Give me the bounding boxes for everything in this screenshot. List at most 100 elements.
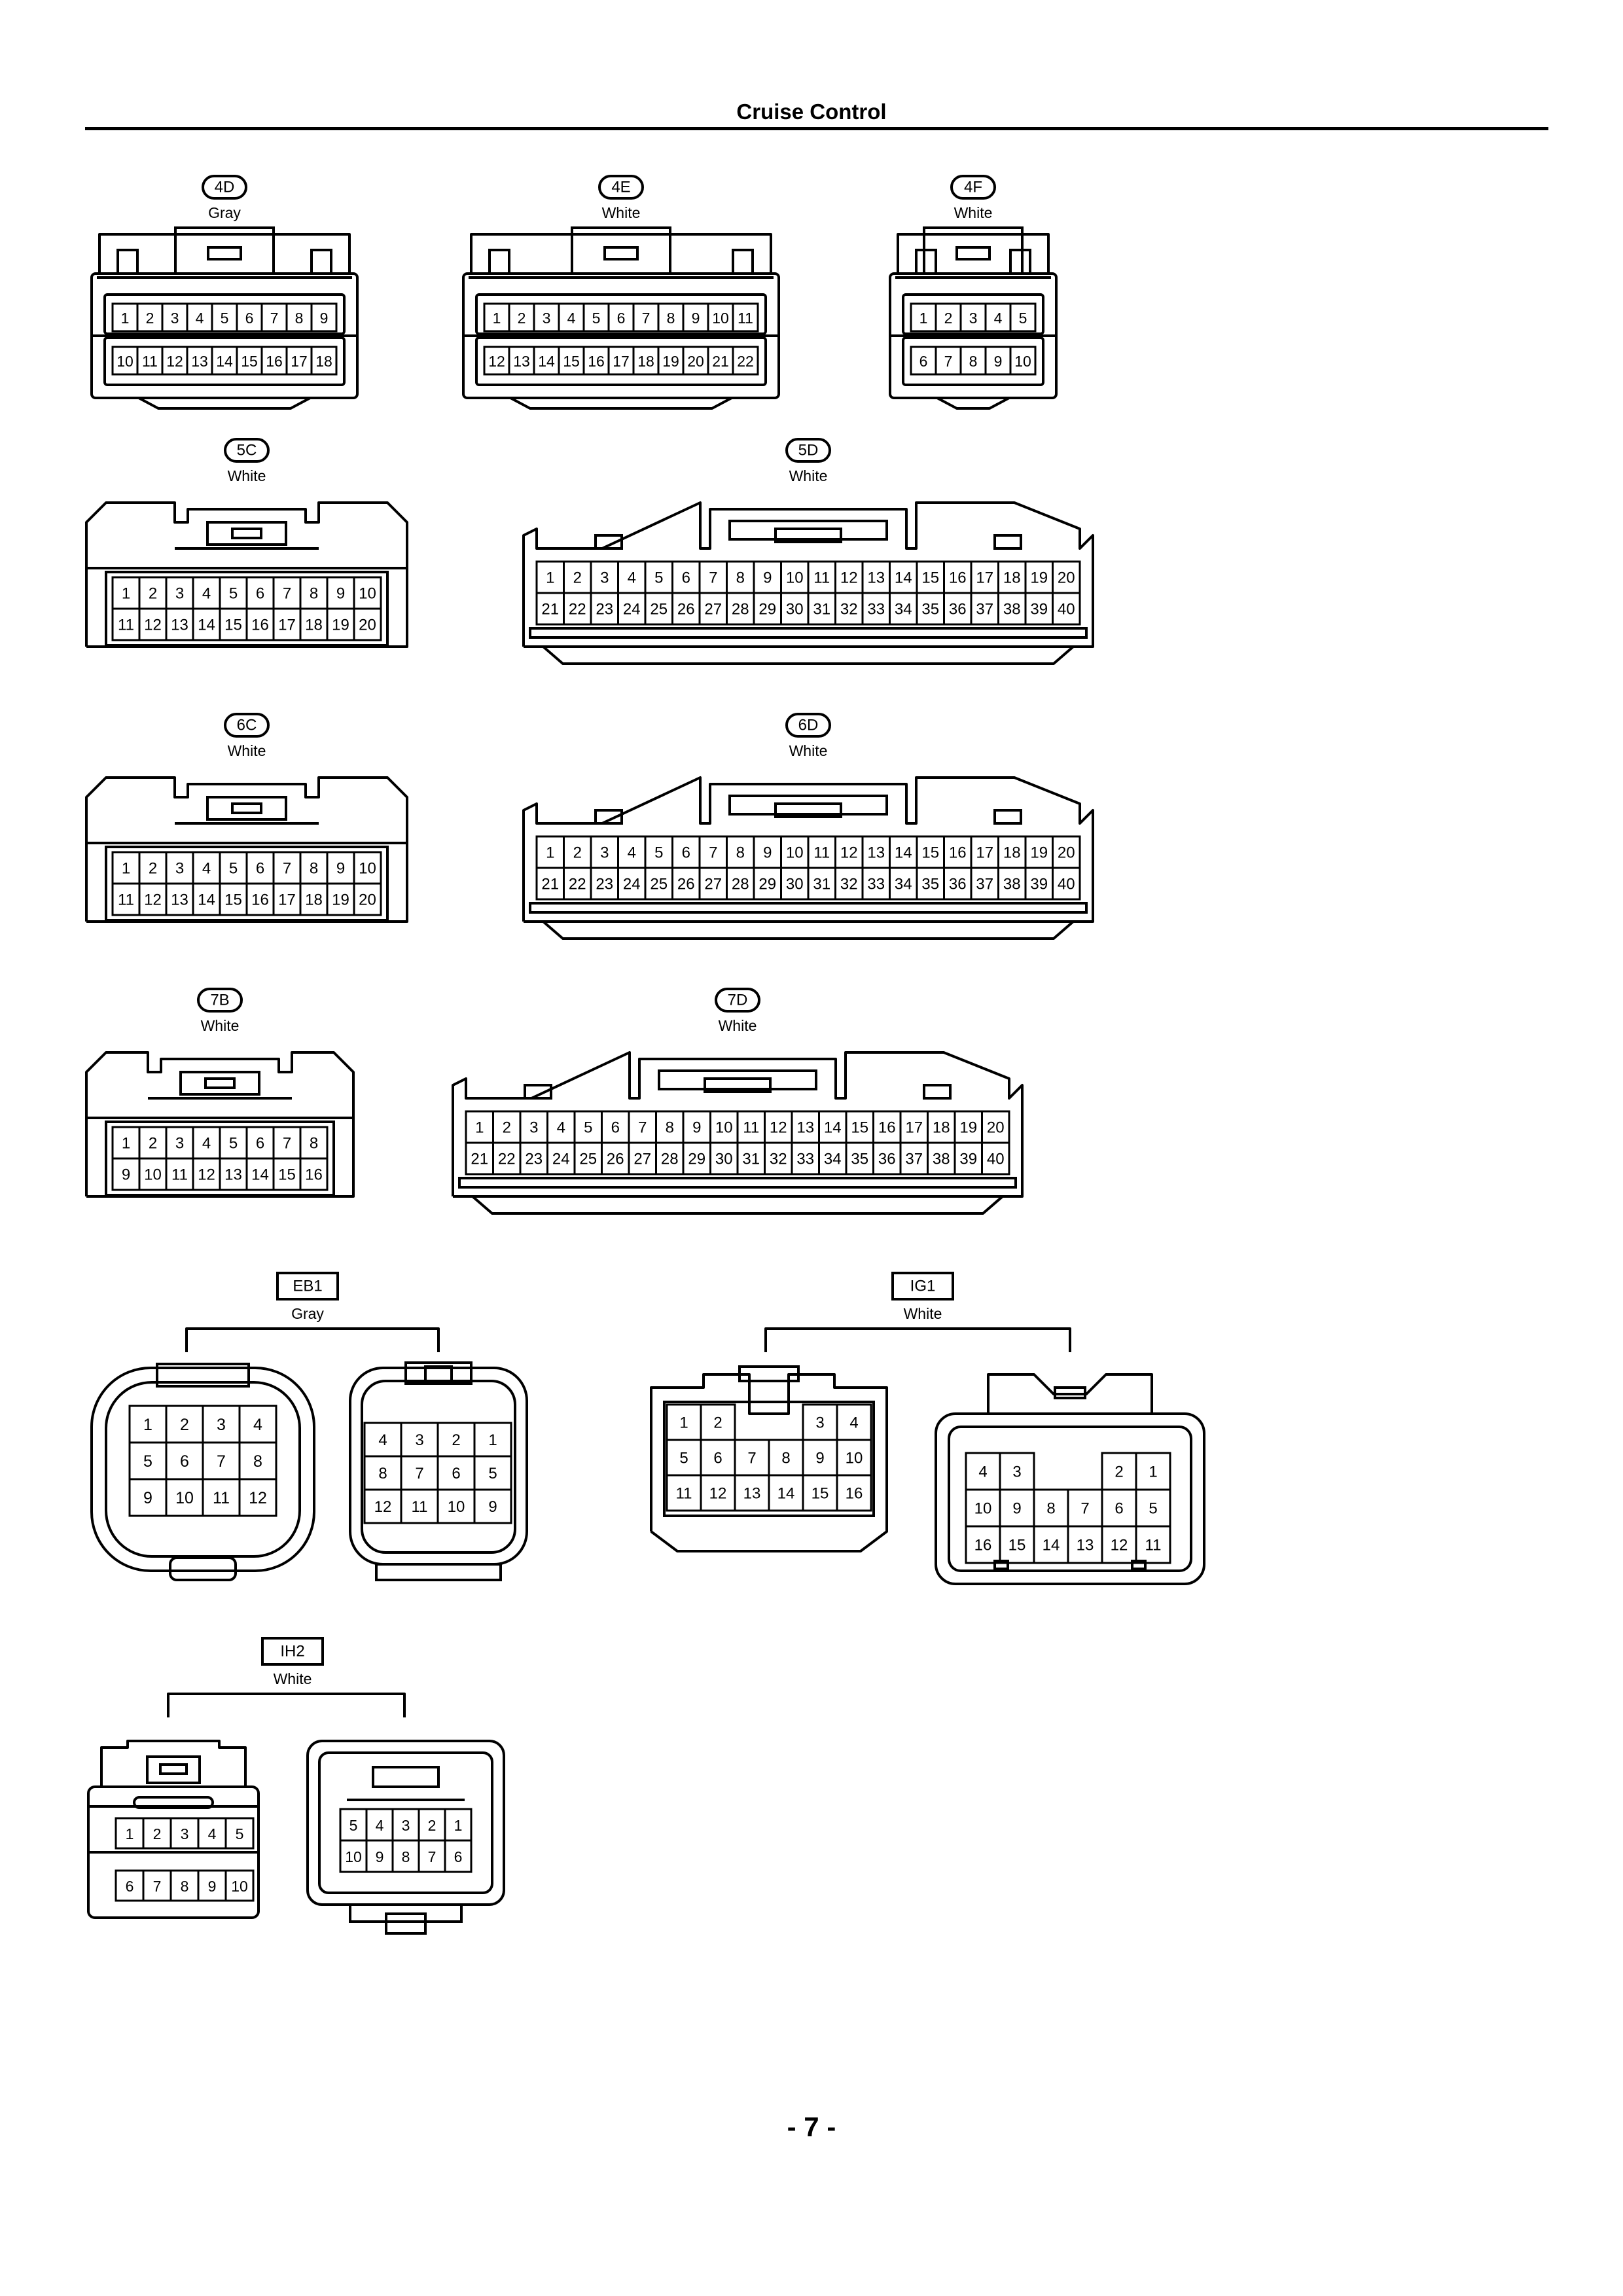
pin-number: 7	[283, 585, 291, 603]
connector-skirt	[936, 397, 1010, 410]
pin-number: 4	[202, 1135, 211, 1153]
pin-number: 10	[359, 585, 376, 603]
pin-number: 29	[758, 601, 776, 619]
pin-number: 11	[118, 617, 134, 634]
pin-number: 6	[682, 569, 690, 587]
pin-number: 13	[513, 353, 530, 370]
connector-color-text: White	[602, 204, 641, 221]
pin-cell	[444, 1839, 473, 1873]
pin-cell	[1009, 346, 1037, 376]
pin-number: 37	[976, 601, 993, 619]
pin-number: 14	[777, 1485, 795, 1503]
pin-number: 4	[628, 844, 636, 862]
pin-number: 10	[345, 1848, 362, 1865]
connector-code-text: 5D	[798, 442, 819, 459]
connector-code-box	[261, 1637, 324, 1666]
pin-number: 2	[518, 310, 526, 327]
pin-number: 20	[1058, 569, 1075, 587]
connector-color-text: Gray	[291, 1305, 324, 1322]
pin-number: 14	[1043, 1537, 1060, 1554]
connector-skirt	[138, 397, 311, 410]
pin-number: 3	[181, 1825, 189, 1842]
pin-number: 14	[538, 353, 555, 370]
pin-number: 9	[336, 860, 345, 878]
connector-housing	[85, 501, 408, 648]
side-tab	[310, 249, 332, 275]
connector-lock-left	[146, 1755, 201, 1784]
pin-number: 25	[650, 601, 668, 619]
pin-number: 31	[813, 876, 830, 893]
pin-number: 5	[229, 860, 238, 878]
pin-number: 5	[584, 1119, 592, 1137]
pin-number: 15	[921, 844, 939, 862]
pin-number: 8	[310, 1135, 318, 1153]
pin-number: 8	[295, 310, 304, 327]
connector-color-text: White	[228, 742, 266, 759]
pin-number: 14	[895, 844, 912, 862]
pin-number: 30	[786, 601, 804, 619]
pin-number: 2	[1115, 1463, 1123, 1481]
pin-number: 15	[224, 891, 242, 909]
connector-housing	[85, 776, 408, 923]
connector-lock	[206, 521, 287, 546]
pin-number: 15	[278, 1166, 296, 1184]
pin-number: 18	[933, 1119, 950, 1137]
pin-number: 1	[679, 1414, 688, 1432]
pin-number: 6	[611, 1119, 620, 1137]
pin-number: 22	[737, 353, 754, 370]
connector-code-text: 4E	[611, 179, 630, 196]
connector-lock	[174, 226, 275, 275]
connector-code-badge	[224, 713, 270, 738]
pin-number: 5	[236, 1825, 244, 1842]
connector-color-text: White	[904, 1305, 942, 1322]
pin-number: 5	[679, 1450, 688, 1467]
pin-number: 12	[198, 1166, 215, 1184]
pair-bracket	[764, 1327, 1071, 1352]
pin-number: 1	[122, 1135, 130, 1153]
connector-code-text: 6D	[798, 717, 819, 734]
connector-housing	[897, 233, 1050, 274]
pin-number: 9	[208, 1878, 217, 1895]
pin-number: 12	[709, 1485, 727, 1503]
pin-number: 8	[402, 1848, 410, 1865]
pin-number: 33	[867, 601, 885, 619]
title-rule	[85, 127, 1548, 130]
pin-number: 17	[278, 891, 296, 909]
pin-number: 14	[216, 353, 233, 370]
pair-bracket	[185, 1327, 440, 1352]
page-title: Cruise Control	[736, 99, 887, 124]
pin-number: 13	[796, 1119, 814, 1137]
pin-number: 1	[143, 1416, 152, 1434]
pin-number: 16	[266, 353, 283, 370]
pin-number: 4	[557, 1119, 565, 1137]
pin-number: 19	[1030, 569, 1048, 587]
pin-number: 12	[1111, 1537, 1128, 1554]
pin-number: 13	[867, 569, 885, 587]
lock-tab	[424, 1365, 453, 1382]
pin-number: 5	[1019, 310, 1027, 327]
pin-number: 15	[921, 569, 939, 587]
connector-body-left	[90, 1367, 315, 1572]
pin-number: 24	[552, 1151, 570, 1168]
pin-number: 3	[969, 310, 978, 327]
pin-number: 11	[813, 844, 830, 862]
lock-tab	[204, 1077, 236, 1089]
pin-number: 14	[198, 617, 215, 634]
pin-number: 25	[579, 1151, 597, 1168]
connector-code-box	[891, 1272, 954, 1300]
pin-number: 9	[376, 1848, 384, 1865]
key-notch	[923, 1084, 952, 1100]
connector-code-badge	[950, 175, 996, 200]
pin-number: 4	[567, 310, 576, 327]
pin-number: 26	[677, 601, 695, 619]
connector-lock	[728, 520, 888, 541]
pin-number: 1	[122, 585, 130, 603]
pin-number: 1	[126, 1825, 134, 1842]
side-tab	[1009, 249, 1031, 275]
pin-number: 11	[213, 1489, 230, 1507]
pin-number: 7	[747, 1450, 756, 1467]
